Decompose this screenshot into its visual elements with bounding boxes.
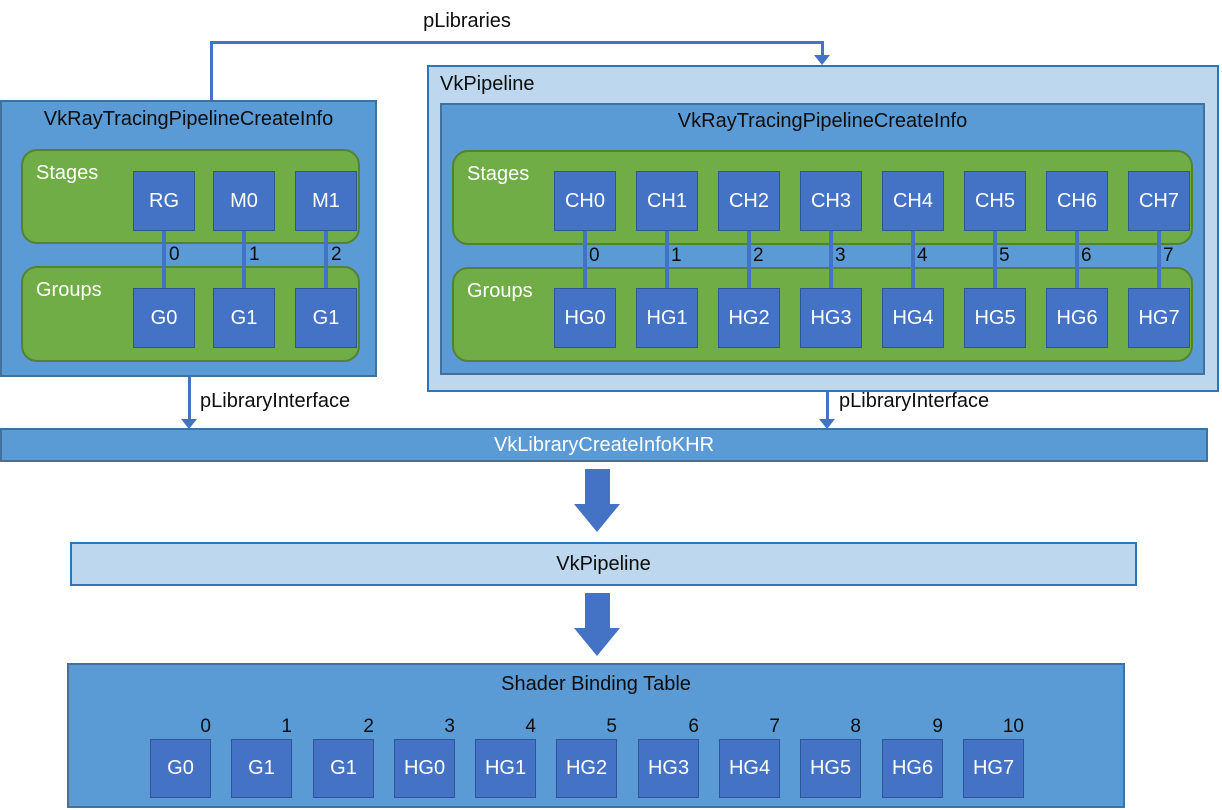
right-stage-group-connector: [829, 231, 833, 288]
sbt-entry-index: 1: [281, 716, 292, 737]
sbt-entry-index: 9: [932, 716, 943, 737]
left-stage-group-connector: [242, 231, 246, 288]
sbt-square-hg0: HG0: [394, 739, 455, 798]
sbt-square-g1b: G1: [313, 739, 374, 798]
left-stage-group-connector: [162, 231, 166, 288]
left-raytracing-createinfo-box: VkRayTracingPipelineCreateInfo Stages Gr…: [0, 100, 377, 377]
right-stage-square-ch0: CH0: [554, 171, 616, 231]
sbt-square-g1: G1: [231, 739, 292, 798]
sbt-entry-index: 0: [200, 716, 211, 737]
sbt-entry-index: 5: [606, 716, 617, 737]
shader-binding-table-box: Shader Binding Table 0 1 2 3 4 5 6 7 8 9…: [67, 663, 1125, 808]
shader-binding-table-title: Shader Binding Table: [501, 673, 691, 695]
right-group-square-hg1: HG1: [636, 288, 698, 348]
right-groups-label: Groups: [467, 280, 533, 302]
right-group-square-hg0: HG0: [554, 288, 616, 348]
left-plibrary-interface-label: pLibraryInterface: [200, 390, 351, 412]
right-group-index: 2: [753, 245, 764, 266]
left-stage-square-m1: M1: [295, 171, 357, 231]
right-stage-square-ch6: CH6: [1046, 171, 1108, 231]
right-box-title: VkRayTracingPipelineCreateInfo: [677, 110, 968, 132]
right-stage-square-ch3: CH3: [800, 171, 862, 231]
left-stages-label: Stages: [36, 162, 99, 184]
left-group-square-g1: G1: [213, 288, 275, 348]
sbt-square-g0: G0: [150, 739, 211, 798]
right-group-index: 1: [671, 245, 682, 266]
sbt-entry-index: 10: [1002, 716, 1024, 737]
right-group-index: 5: [999, 245, 1010, 266]
right-stages-label: Stages: [467, 163, 530, 185]
vklibrary-createinfo-label: VkLibraryCreateInfoKHR: [493, 434, 715, 456]
vklibrary-createinfo-bar: VkLibraryCreateInfoKHR: [0, 428, 1208, 462]
left-box-title: VkRayTracingPipelineCreateInfo: [43, 108, 334, 130]
down-block-arrow-icon: [574, 628, 620, 656]
right-vkpipeline-label: VkPipeline: [440, 73, 535, 95]
left-stage-square-rg: RG: [133, 171, 195, 231]
right-group-index: 3: [835, 245, 846, 266]
sbt-square-hg7: HG7: [963, 739, 1024, 798]
vkpipeline-bar-label: VkPipeline: [556, 553, 651, 575]
sbt-entry-index: 3: [444, 716, 455, 737]
right-group-square-hg3: HG3: [800, 288, 862, 348]
down-block-arrow-stem: [585, 593, 610, 629]
right-stage-square-ch2: CH2: [718, 171, 780, 231]
right-stage-square-ch5: CH5: [964, 171, 1026, 231]
left-groups-label: Groups: [36, 279, 102, 301]
right-group-square-hg2: HG2: [718, 288, 780, 348]
right-group-square-hg5: HG5: [964, 288, 1026, 348]
left-stage-group-connector: [324, 231, 328, 288]
plibraries-connector-horizontal: [210, 41, 824, 44]
plibraries-label: pLibraries: [423, 10, 511, 32]
down-block-arrow-icon: [574, 504, 620, 532]
sbt-square-hg2: HG2: [556, 739, 617, 798]
right-stage-square-ch4: CH4: [882, 171, 944, 231]
sbt-square-hg5: HG5: [800, 739, 861, 798]
right-stage-group-connector: [665, 231, 669, 288]
sbt-square-hg6: HG6: [882, 739, 943, 798]
right-stage-square-ch7: CH7: [1128, 171, 1190, 231]
right-group-square-hg6: HG6: [1046, 288, 1108, 348]
right-group-square-hg4: HG4: [882, 288, 944, 348]
left-group-index: 0: [169, 244, 180, 265]
right-stage-group-connector: [747, 231, 751, 288]
right-stage-group-connector: [993, 231, 997, 288]
right-plibrary-interface-label: pLibraryInterface: [839, 390, 990, 412]
right-stage-group-connector: [583, 231, 587, 288]
right-stage-group-connector: [1075, 231, 1079, 288]
vkpipeline-bar: VkPipeline: [70, 542, 1137, 586]
right-plibrary-interface-arrowhead-icon: [819, 419, 835, 429]
plibraries-arrowhead-icon: [814, 55, 830, 65]
right-group-index: 4: [917, 245, 928, 266]
right-raytracing-createinfo-box: VkRayTracingPipelineCreateInfo Stages Gr…: [440, 103, 1205, 375]
right-stage-square-ch1: CH1: [636, 171, 698, 231]
left-group-square-g1b: G1: [295, 288, 357, 348]
right-group-index: 6: [1081, 245, 1092, 266]
sbt-entry-index: 4: [525, 716, 536, 737]
right-vkpipeline-box: VkPipeline VkRayTracingPipelineCreateInf…: [427, 65, 1219, 392]
left-group-square-g0: G0: [133, 288, 195, 348]
right-group-square-hg7: HG7: [1128, 288, 1190, 348]
right-group-index: 7: [1163, 245, 1174, 266]
sbt-entry-index: 8: [850, 716, 861, 737]
right-stage-group-connector: [911, 231, 915, 288]
sbt-square-hg1: HG1: [475, 739, 536, 798]
right-group-index: 0: [589, 245, 600, 266]
plibraries-connector-right-vertical: [821, 41, 824, 57]
right-stage-group-connector: [1157, 231, 1161, 288]
sbt-square-hg3: HG3: [638, 739, 699, 798]
sbt-entry-index: 2: [363, 716, 374, 737]
plibraries-connector-left-vertical: [210, 41, 213, 100]
sbt-entry-index: 7: [769, 716, 780, 737]
left-group-index: 2: [331, 244, 342, 265]
right-plibrary-interface-connector: [826, 392, 829, 419]
left-stage-square-m0: M0: [213, 171, 275, 231]
left-plibrary-interface-connector: [188, 377, 191, 419]
sbt-entry-index: 6: [688, 716, 699, 737]
sbt-square-hg4: HG4: [719, 739, 780, 798]
left-group-index: 1: [249, 244, 260, 265]
down-block-arrow-stem: [585, 469, 610, 505]
left-plibrary-interface-arrowhead-icon: [181, 419, 197, 429]
